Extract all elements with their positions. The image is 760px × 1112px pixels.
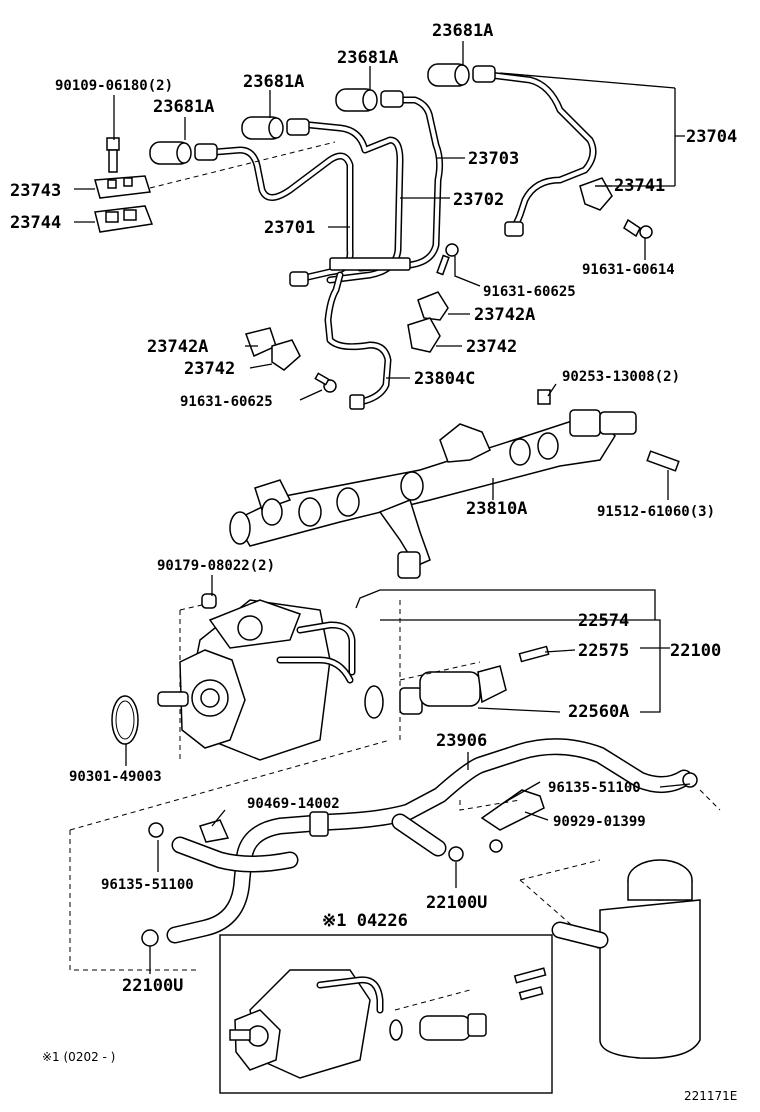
label-91631-60625-b: 91631-60625 <box>180 394 273 410</box>
fuel-filter-group <box>519 859 701 1059</box>
label-90179: 90179-08022(2) <box>157 558 275 574</box>
common-rail-assembly <box>229 389 680 579</box>
supply-pump-assembly <box>111 593 550 761</box>
label-23906: 23906 <box>436 731 487 751</box>
label-90253: 90253-13008(2) <box>562 369 680 385</box>
label-22100U-b: 22100U <box>122 976 183 996</box>
label-23681A-1: 23681A <box>432 21 493 41</box>
label-23702: 23702 <box>453 190 504 210</box>
label-22560A: 22560A <box>568 702 629 722</box>
nozzle-holder-group <box>149 63 496 165</box>
label-23741: 23741 <box>614 176 665 196</box>
figure-id: 221171E <box>684 1089 737 1103</box>
label-23703: 23703 <box>468 149 519 169</box>
label-22100U-a: 22100U <box>426 893 487 913</box>
label-90109: 90109-06180(2) <box>55 78 173 94</box>
label-90301: 90301-49003 <box>69 769 162 785</box>
clamp-group <box>245 177 653 393</box>
label-23681A-2: 23681A <box>337 48 398 68</box>
label-23742-a: 23742 <box>184 359 235 379</box>
label-22575: 22575 <box>578 641 629 661</box>
label-22100: 22100 <box>670 641 721 661</box>
label-23742A-a: 23742A <box>147 337 208 357</box>
label-23681A-3: 23681A <box>243 72 304 92</box>
injection-pipe-group <box>211 71 597 410</box>
label-23804C: 23804C <box>414 369 475 389</box>
label-91631-G0614: 91631-G0614 <box>582 262 675 278</box>
note-text: ※1 (0202 - ) <box>42 1050 115 1064</box>
label-90469: 90469-14002 <box>247 796 340 812</box>
label-90929: 90929-01399 <box>553 814 646 830</box>
label-22574: 22574 <box>578 611 629 631</box>
part-labels: 23681A 23681A 23681A 23681A 90109-06180(… <box>10 21 737 1103</box>
label-23744: 23744 <box>10 213 61 233</box>
label-23742A-b: 23742A <box>474 305 535 325</box>
label-23704: 23704 <box>686 127 737 147</box>
label-04226: ※1 04226 <box>322 911 408 931</box>
inset-04226 <box>219 934 553 1094</box>
label-96135-b: 96135-51100 <box>101 877 194 893</box>
label-96135-a: 96135-51100 <box>548 780 641 796</box>
label-23810A: 23810A <box>466 499 527 519</box>
label-91512: 91512-61060(3) <box>597 504 715 520</box>
label-23681A-4: 23681A <box>153 97 214 117</box>
leader-lines <box>74 41 691 974</box>
fuel-hose-group <box>69 738 721 971</box>
label-23743: 23743 <box>10 181 61 201</box>
bracket-group <box>94 137 336 233</box>
label-23701: 23701 <box>264 218 315 238</box>
label-23742-b: 23742 <box>466 337 517 357</box>
label-91631-60625-a: 91631-60625 <box>483 284 576 300</box>
